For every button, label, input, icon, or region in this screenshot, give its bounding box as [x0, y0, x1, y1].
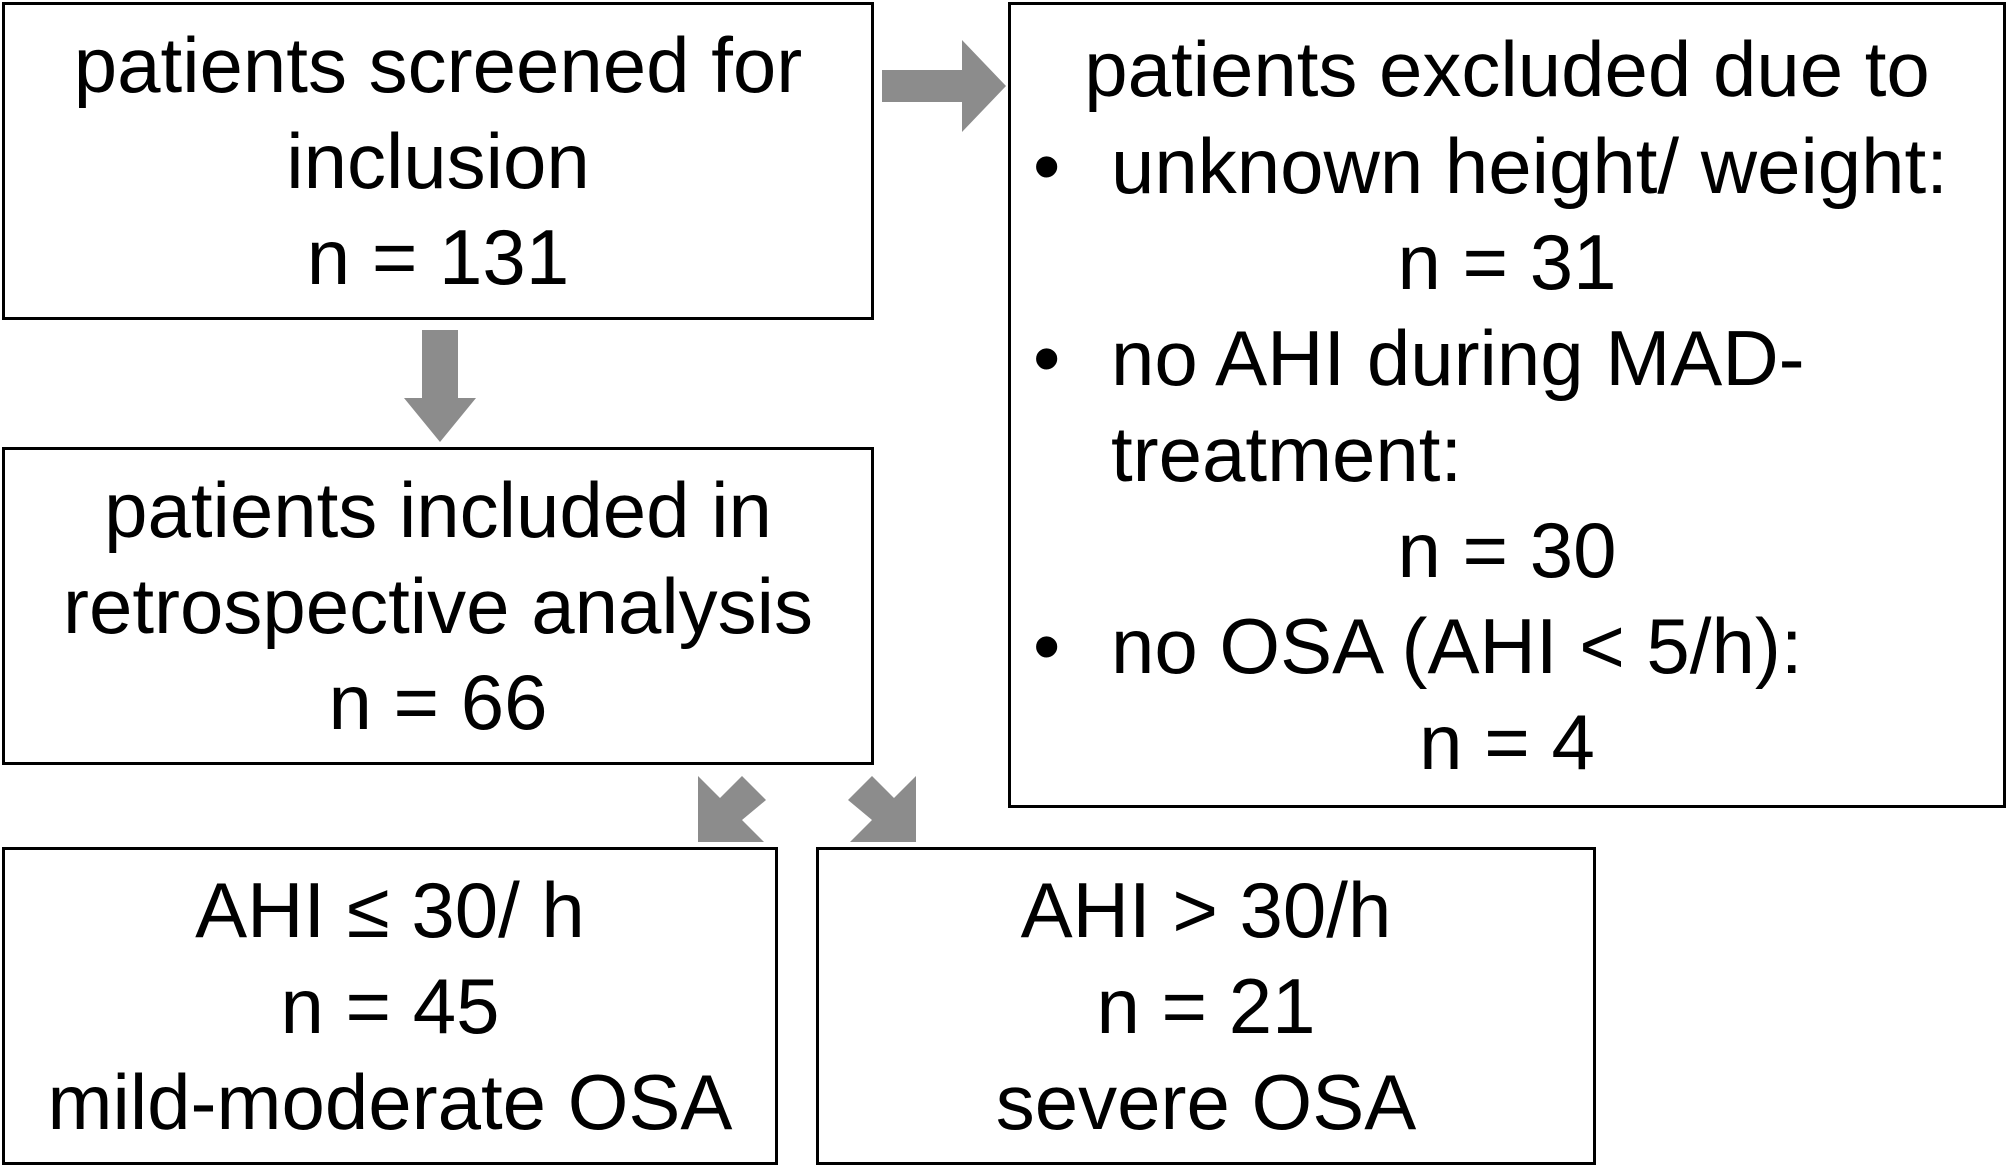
included-line-1: patients included in: [104, 466, 772, 554]
excluded-count-3: n = 4: [1419, 698, 1595, 786]
arrow-down-left-icon: [698, 776, 766, 842]
mild-moderate-box: AHI ≤ 30/ h n = 45 mild-moderate OSA: [2, 847, 778, 1165]
excluded-title: patients excluded due to: [1084, 25, 1930, 113]
excluded-count-2: n = 30: [1397, 506, 1617, 594]
included-count: n = 66: [328, 658, 548, 746]
screened-line-2: inclusion: [286, 117, 590, 205]
arrow-right-icon: [882, 40, 1006, 132]
excluded-box: patients excluded due to • unknown heigh…: [1008, 2, 2006, 808]
arrow-down-right-icon: [848, 776, 916, 842]
mild-label: mild-moderate OSA: [47, 1058, 733, 1146]
severe-threshold: AHI > 30/h: [1020, 866, 1392, 954]
screened-line-1: patients screened for: [73, 21, 803, 109]
excluded-reason-2: no AHI during MAD-: [1111, 314, 1805, 402]
excluded-reason-2-continued: treatment:: [1111, 410, 1463, 498]
screened-box: patients screened for inclusion n = 131: [2, 2, 874, 320]
excluded-reason-1: unknown height/ weight:: [1111, 122, 1948, 210]
excluded-count-1: n = 31: [1397, 218, 1617, 306]
arrow-down-icon: [404, 330, 476, 442]
included-box: patients included in retrospective analy…: [2, 447, 874, 765]
included-line-2: retrospective analysis: [63, 562, 813, 650]
severe-box: AHI > 30/h n = 21 severe OSA: [816, 847, 1596, 1165]
bullet-3: •: [1033, 602, 1061, 690]
screened-count: n = 131: [306, 213, 570, 301]
bullet-1: •: [1033, 122, 1061, 210]
mild-threshold: AHI ≤ 30/ h: [195, 866, 585, 954]
excluded-reason-3: no OSA (AHI < 5/h):: [1111, 602, 1803, 690]
mild-count: n = 45: [280, 962, 500, 1050]
severe-count: n = 21: [1096, 962, 1316, 1050]
severe-label: severe OSA: [995, 1058, 1417, 1146]
bullet-2: •: [1033, 314, 1061, 402]
